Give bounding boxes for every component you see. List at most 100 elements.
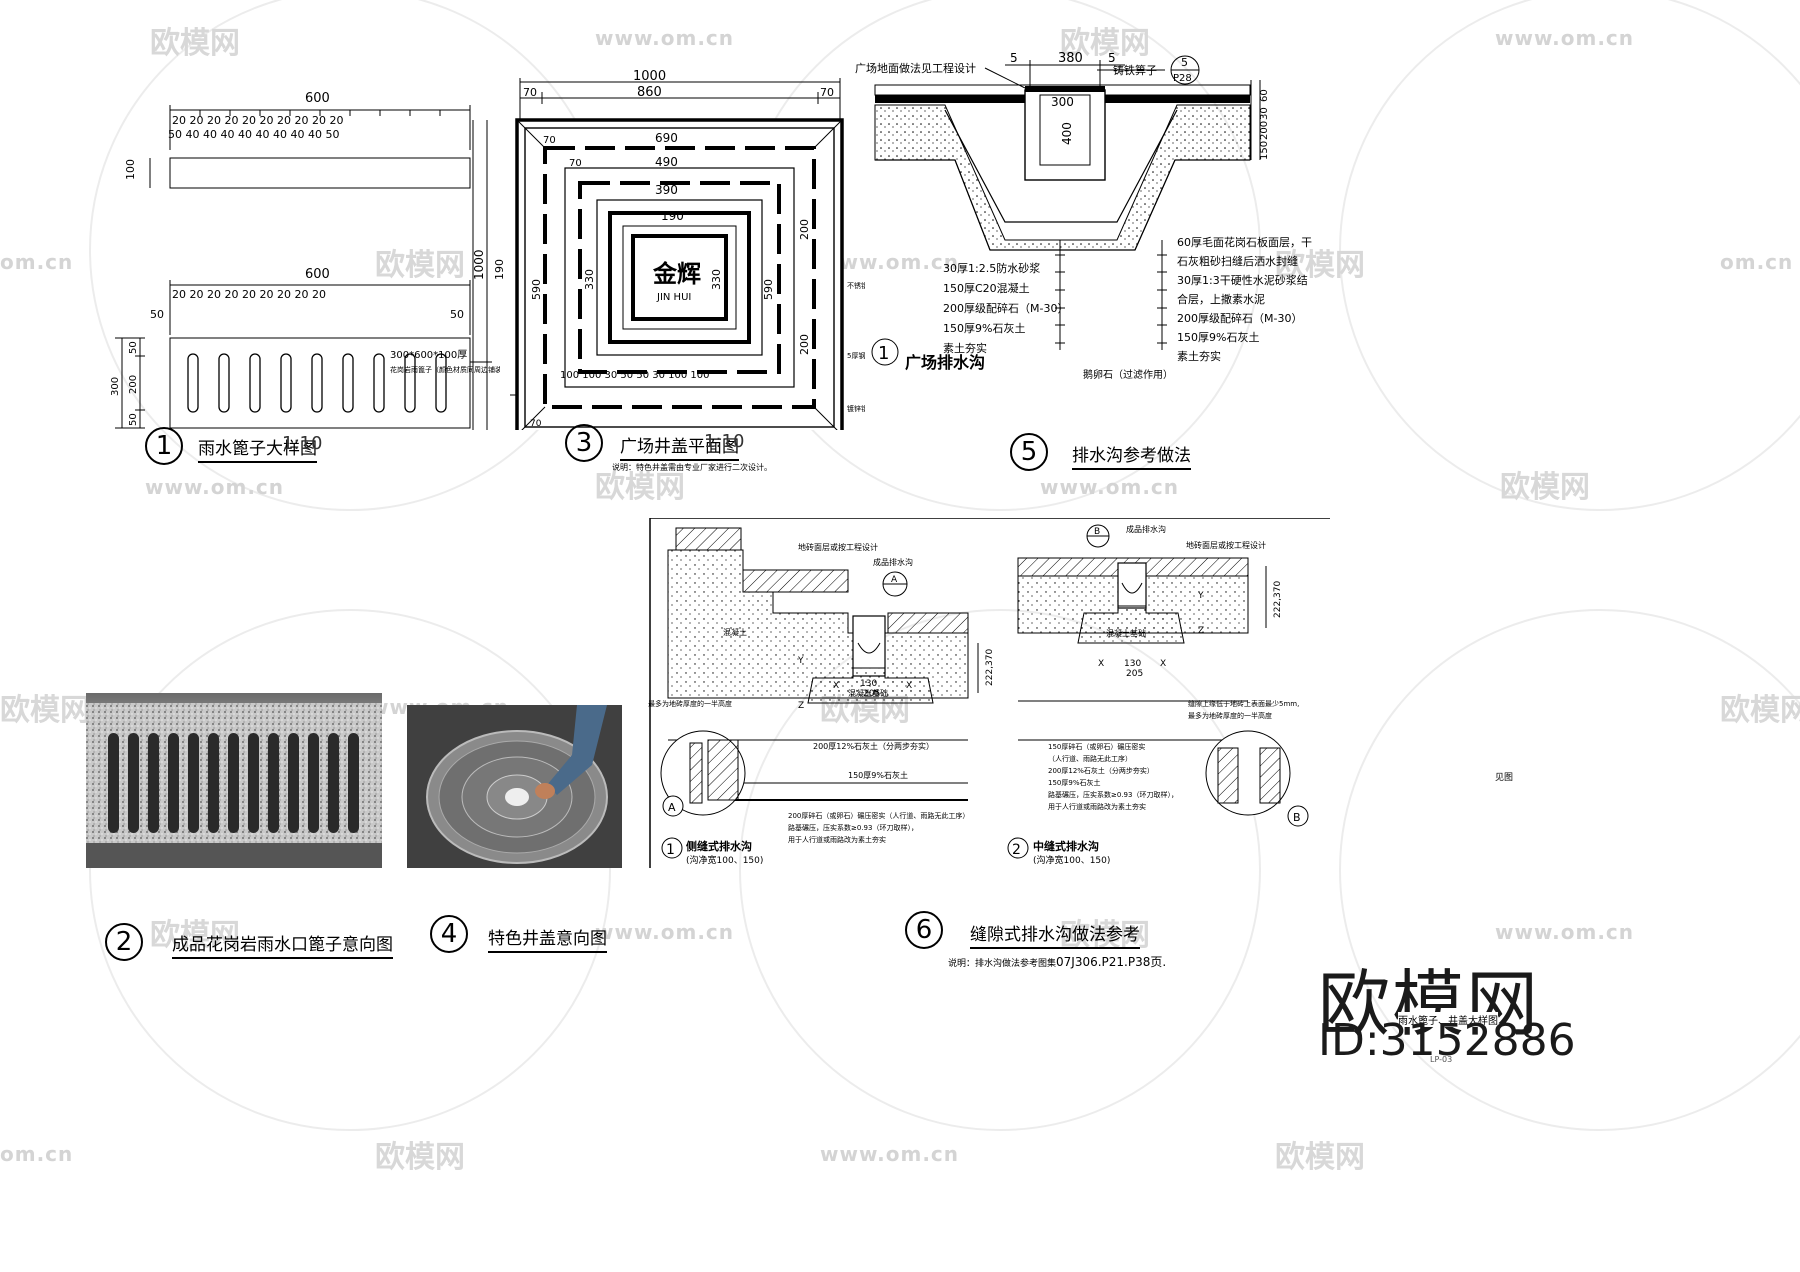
left-label-0: 地砖面层或按工程设计	[798, 542, 878, 552]
watermark-url: om.cn	[0, 250, 74, 274]
plaza-right-layer: 合层，上撒素水泥	[1177, 292, 1265, 306]
figure-1-scale: 1:10	[282, 433, 323, 454]
right-x-a: X	[1098, 659, 1104, 669]
plaza-left-layer: 150厚9%石灰土	[943, 321, 1025, 335]
plaza-sub-title: 广场排水沟	[905, 353, 985, 372]
left-label-3: 混凝土基础	[848, 688, 888, 698]
watermark-url: om.cn	[1720, 250, 1794, 274]
right-w130: 130	[1124, 659, 1141, 669]
manhole-70-b: 70	[569, 158, 582, 169]
photo-slot	[228, 733, 239, 833]
figure-2-number: 2	[105, 923, 143, 961]
manhole-200-right: 200	[798, 219, 811, 240]
manhole-overall-dim-v: 1000	[472, 249, 486, 280]
left-z: Z	[798, 701, 804, 711]
left-callout-top: A	[891, 575, 898, 585]
plaza-left-layer: 150厚C20混凝土	[943, 281, 1030, 295]
manhole-70: 70	[543, 135, 556, 146]
photo-slot	[348, 733, 359, 833]
left-label-6: 150厚9%石灰土	[848, 770, 908, 780]
grate-dim-row1: 20 20 20 20 20 20 20 20 20 20	[172, 114, 343, 127]
photo-slot	[168, 733, 179, 833]
left-sub-number: 1	[666, 842, 675, 858]
watermark-url: www.om.cn	[145, 475, 285, 499]
plaza-w5-right: 5	[1108, 51, 1116, 65]
grate-slot	[404, 353, 416, 413]
figure-6-title: 缝隙式排水沟做法参考	[970, 920, 1140, 949]
right-layer-1: （人行道、雨路无此工序）	[1048, 754, 1132, 763]
manhole-side-dim-left: 70	[523, 86, 537, 99]
manhole-drawing: 1000 70 860 70 1000 190 690 490 390 190 …	[472, 69, 882, 455]
manhole-bottom-row: 100 100 30 50 50 30 100 100	[560, 370, 710, 381]
right-sub-title: 中缝式排水沟	[1033, 839, 1099, 853]
plan-dim-right: 50	[450, 308, 464, 321]
right-label-3: 缝隙上缘低于地砖上表面最少5mm,	[1188, 699, 1299, 708]
manhole-590-right: 590	[762, 279, 775, 300]
right-z: Z	[1198, 626, 1204, 636]
figure-3-scale: 1:10	[704, 431, 745, 452]
watermark-brand: 欧模网	[150, 26, 240, 61]
figure-2-title: 成品花岗岩雨水口篦子意向图	[172, 930, 393, 959]
left-w130: 130	[860, 679, 877, 689]
plaza-h400: 400	[1060, 122, 1074, 145]
left-label-2: 混凝土	[723, 627, 747, 637]
grate-overall-dim: 600	[305, 91, 330, 106]
grate-dim-row2: 50 40 40 40 40 40 40 40 40 50	[168, 128, 339, 141]
slot-drain-drawing: 1 侧缝式排水沟 (沟净宽100、150) A A 地砖面层或按工程设计 成品排…	[648, 517, 1330, 868]
figure-6-note-ref: 07J306.P21.P38页.	[1056, 955, 1167, 969]
watermark-url: www.om.cn	[1495, 26, 1635, 50]
grate-slot	[373, 353, 385, 413]
right-layer-0: 150厚碎石（或卵石）碾压密实	[1048, 742, 1145, 751]
plaza-h60: 60	[1259, 89, 1270, 102]
plaza-ref-bottom: P28	[1173, 73, 1192, 84]
plaza-h30: 30	[1259, 107, 1270, 120]
left-bottom-note-0: 200厚碎石（或卵石）碾压密实（人行道、雨路无此工序）	[788, 811, 969, 820]
watermark-brand: 欧模网	[375, 1140, 465, 1175]
right-label-1: 地砖面层或按工程设计	[1186, 540, 1266, 550]
grate-slot	[280, 353, 292, 413]
manhole-70-c: 70	[530, 419, 542, 429]
plaza-right-layer: 150厚9%石灰土	[1177, 330, 1259, 344]
manhole-logo-cn: 金辉	[652, 260, 701, 288]
figure-3-title: 广场井盖平面图	[620, 432, 739, 461]
right-sub-number: 2	[1012, 842, 1021, 858]
figure-6-slot-drain: 1 侧缝式排水沟 (沟净宽100、150) A A 地砖面层或按工程设计 成品排…	[648, 517, 1338, 868]
grate-drawing: 600 20 20 20 20 20 20 20 20 20 20 50 40 …	[110, 91, 509, 429]
watermark-brand: 欧模网	[1500, 470, 1590, 505]
photo-slot	[308, 733, 319, 833]
figure-1-grate-detail: 600 20 20 20 20 20 20 20 20 20 20 50 40 …	[100, 80, 509, 430]
watermark-url: www.om.cn	[595, 920, 735, 944]
figure-3-number: 3	[565, 424, 603, 462]
figure-4-title: 特色井盖意向图	[488, 924, 607, 953]
grate-slot	[187, 353, 199, 413]
watermark-brand: 欧模网	[1275, 1140, 1365, 1175]
plaza-h150: 150	[1259, 141, 1270, 160]
plaza-ref-top: 5	[1181, 56, 1188, 69]
watermark-brand: 欧模网	[1720, 693, 1800, 728]
figure-6-note-prefix: 说明：排水沟做法参考图集	[948, 959, 1057, 969]
right-layer-2: 200厚12%石灰土（分两步夯实）	[1048, 766, 1154, 775]
left-label-4: 最多为地砖厚度的一半高度	[648, 699, 732, 708]
plaza-sub-number: 1	[878, 343, 889, 364]
feature-manhole-photo	[407, 705, 622, 868]
manhole-overall-dim: 1000	[633, 70, 666, 84]
manhole-side-dim-right: 70	[820, 86, 834, 99]
figure-5-plaza-drain: 1 广场排水沟 广场地面做法见工程设计 380 5 5 铸铁箅子 5 P28 3…	[855, 50, 1325, 381]
right-callout-top: B	[1094, 527, 1100, 537]
left-h222: 222,370	[985, 649, 995, 686]
photo-slot	[128, 733, 139, 833]
figure-4-number: 4	[430, 915, 468, 953]
figure-3-manhole-plan: 1000 70 860 70 1000 190 690 490 390 190 …	[465, 69, 882, 455]
watermark-url: om.cn	[0, 1142, 74, 1166]
right-sub-detail: (沟净宽100、150)	[1033, 854, 1110, 866]
plaza-w380: 380	[1058, 51, 1083, 66]
right-callout: B	[1293, 811, 1301, 824]
plaza-left-layer: 200厚级配碎石（M-30）	[943, 301, 1068, 315]
sheet-title: 雨水篦子、井盖大样图	[1398, 1012, 1498, 1027]
manhole-330-left: 330	[583, 269, 596, 290]
photo-slot	[328, 733, 339, 833]
photo-slot	[288, 733, 299, 833]
manhole-590-left: 590	[530, 279, 543, 300]
right-w205: 205	[1126, 669, 1143, 679]
left-y: Y	[797, 656, 804, 666]
